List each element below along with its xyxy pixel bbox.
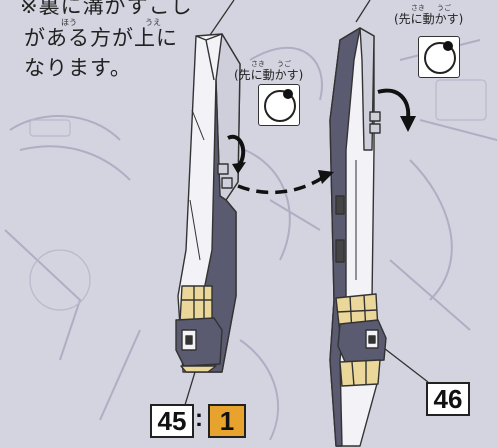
direction-label-mid: (先に動かす) [234,68,304,82]
direction-label-right: (先に動かす) [394,12,464,26]
part-number-45: 45 [150,404,194,438]
dir-ruby-ugo-right: うご [437,4,451,12]
rotate-arrow-left [227,134,246,174]
leader-line-top-left [207,0,235,39]
instruction-line-3: なります。 [24,56,132,80]
dir-ruby-saki-mid: さき [251,60,265,68]
ruby-ue: うえ [145,18,161,27]
ruby-hou: ほう [61,18,77,27]
part-number-46: 46 [426,382,470,416]
leader-line-45 [184,371,196,406]
rotate-arrow-right [377,88,416,132]
rotation-dial-right-icon [418,36,460,78]
dial-ring [264,90,296,122]
rotation-dial-mid-icon [258,84,300,126]
transfer-arrow-dashed [237,170,334,195]
instruction-line-1: ※裏に溝がすこし [20,0,193,18]
part-sub-number-1: 1 [208,404,246,438]
part-45-drawing [175,33,241,373]
dir-ruby-saki-right: さき [411,4,425,12]
leader-line-top-right [355,0,371,23]
part-46-drawing [329,27,387,447]
dial-dot [443,41,453,51]
dial-dot [283,89,293,99]
dir-ruby-ugo-mid: うご [277,60,291,68]
dial-ring [424,42,456,74]
instruction-line-2: がある方が上に [24,26,178,50]
part-number-separator: : [195,405,203,432]
